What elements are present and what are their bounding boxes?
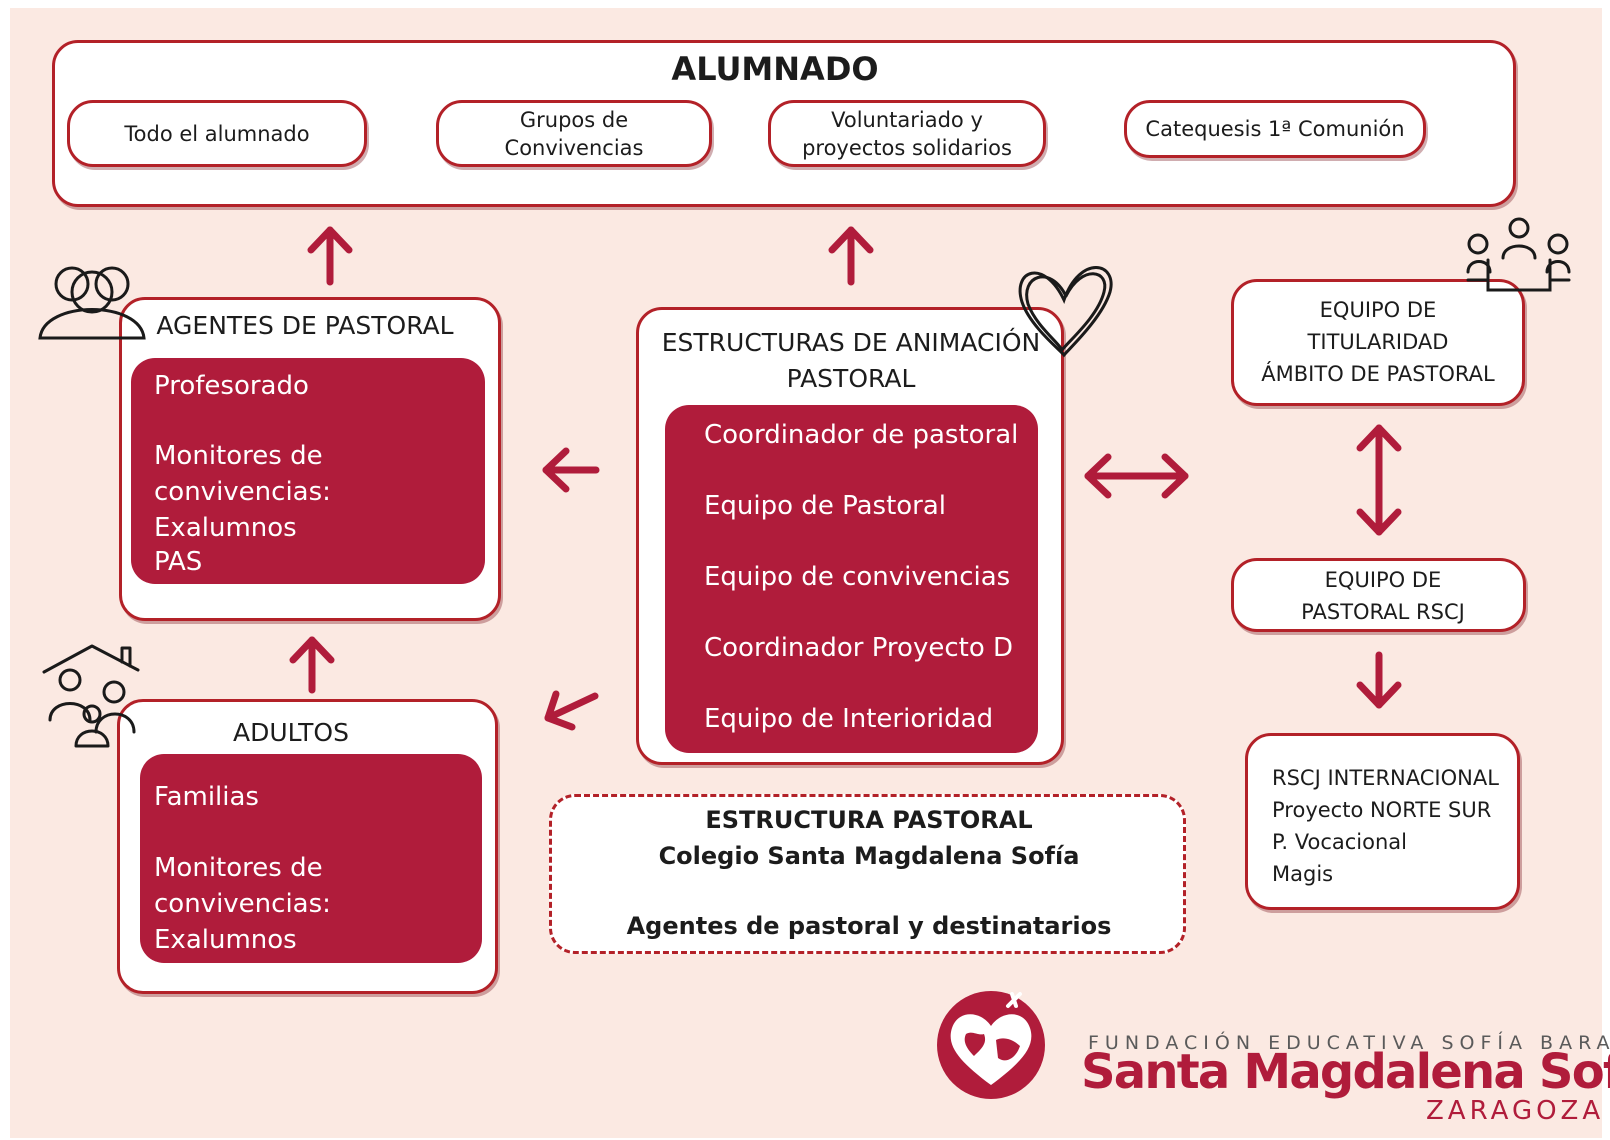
internacional-line-3: P. Vocacional [1272, 830, 1407, 854]
estructuras-item-proyecto-d: Coordinador Proyecto D [704, 633, 1014, 663]
internacional-box [1245, 733, 1520, 910]
estructuras-title: ESTRUCTURAS DE ANIMACIÓN PASTORAL [661, 328, 1041, 393]
estructura-pastoral-line-2: Colegio Santa Magdalena Sofía [658, 842, 1080, 870]
rscj-line-1: EQUIPO DE [1324, 568, 1442, 592]
arrow-up-adultos-to-agentes [289, 636, 335, 694]
adultos-list: Familias Monitores de convivencias: Exal… [140, 754, 482, 963]
globe-heart-logo-icon [937, 991, 1045, 1099]
internacional-label: RSCJ INTERNACIONAL Proyecto NORTE SUR P.… [1272, 762, 1499, 890]
adultos-item-monitores: Monitores de convivencias: Exalumnos [154, 853, 331, 955]
arrow-left-estructuras-to-agentes [542, 447, 600, 493]
arrow-downleft-estructuras-to-adultos [544, 690, 599, 731]
estructura-pastoral-line-3: Agentes de pastoral y destinatarios [626, 912, 1112, 940]
family-home-icon [42, 644, 140, 748]
estructuras-item-interioridad: Equipo de Interioridad [704, 704, 994, 734]
arrow-bidirectional-titularidad-rscj [1356, 424, 1402, 536]
estructuras-item-coordinador: Coordinador de pastoral [704, 420, 1019, 450]
brand-foundation: FUNDACIÓN EDUCATIVA SOFÍA BARAT [1088, 1032, 1610, 1054]
estructura-pastoral-box [549, 794, 1186, 954]
arrow-up-agentes-to-alumnado [307, 226, 353, 286]
arrow-bidirectional-estructuras-titularidad [1084, 453, 1189, 499]
arrow-down-rscj-to-internacional [1356, 651, 1402, 709]
internacional-line-1: RSCJ INTERNACIONAL [1272, 766, 1499, 790]
agentes-item-monitores: Monitores de convivencias: Exalumnos [154, 441, 331, 543]
alumnado-item-catequesis: Catequesis 1ª Comunión [1124, 100, 1426, 158]
alumnado-item-convivencias: Grupos de Convivencias [436, 100, 712, 167]
agentes-item-profesorado: Profesorado [154, 371, 309, 401]
adultos-title: ADULTOS [233, 718, 349, 747]
brand-city: ZARAGOZA [1426, 1096, 1605, 1126]
agentes-list: Profesorado Monitores de convivencias: E… [131, 358, 485, 584]
alumnado-title: ALUMNADO [671, 50, 879, 88]
rscj-label: EQUIPO DE PASTORAL RSCJ [1236, 564, 1530, 628]
agentes-title: AGENTES DE PASTORAL [156, 311, 454, 340]
internacional-line-4: Magis [1272, 862, 1334, 886]
titularidad-line-2: TITULARIDAD [1307, 330, 1449, 354]
estructuras-list: Coordinador de pastoral Equipo de Pastor… [665, 405, 1038, 753]
titularidad-line-3: ÁMBITO DE PASTORAL [1261, 362, 1495, 386]
titularidad-label: EQUIPO DE TITULARIDAD ÁMBITO DE PASTORAL [1236, 294, 1520, 390]
estructuras-item-equipo-convivencias: Equipo de convivencias [704, 562, 1011, 592]
adultos-item-familias: Familias [154, 782, 259, 812]
agentes-item-pas: PAS [154, 547, 203, 577]
titularidad-line-1: EQUIPO DE [1319, 298, 1437, 322]
people-group-icon [38, 266, 146, 340]
alumnado-item-voluntariado: Voluntariado y proyectos solidarios [768, 100, 1046, 167]
brand-school-name: Santa Magdalena Sofía [1081, 1044, 1610, 1100]
titularidad-box [1231, 279, 1525, 406]
meeting-table-icon [1466, 217, 1571, 292]
rscj-box [1231, 558, 1526, 632]
estructura-pastoral-line-1: ESTRUCTURA PASTORAL [705, 806, 1033, 834]
estructuras-item-equipo-pastoral: Equipo de Pastoral [704, 491, 947, 521]
rscj-line-2: PASTORAL RSCJ [1301, 600, 1465, 624]
heart-icon [1018, 266, 1113, 358]
internacional-line-2: Proyecto NORTE SUR [1272, 798, 1492, 822]
arrow-up-estructuras-to-alumnado [828, 226, 874, 286]
alumnado-item-todo: Todo el alumnado [67, 100, 367, 167]
